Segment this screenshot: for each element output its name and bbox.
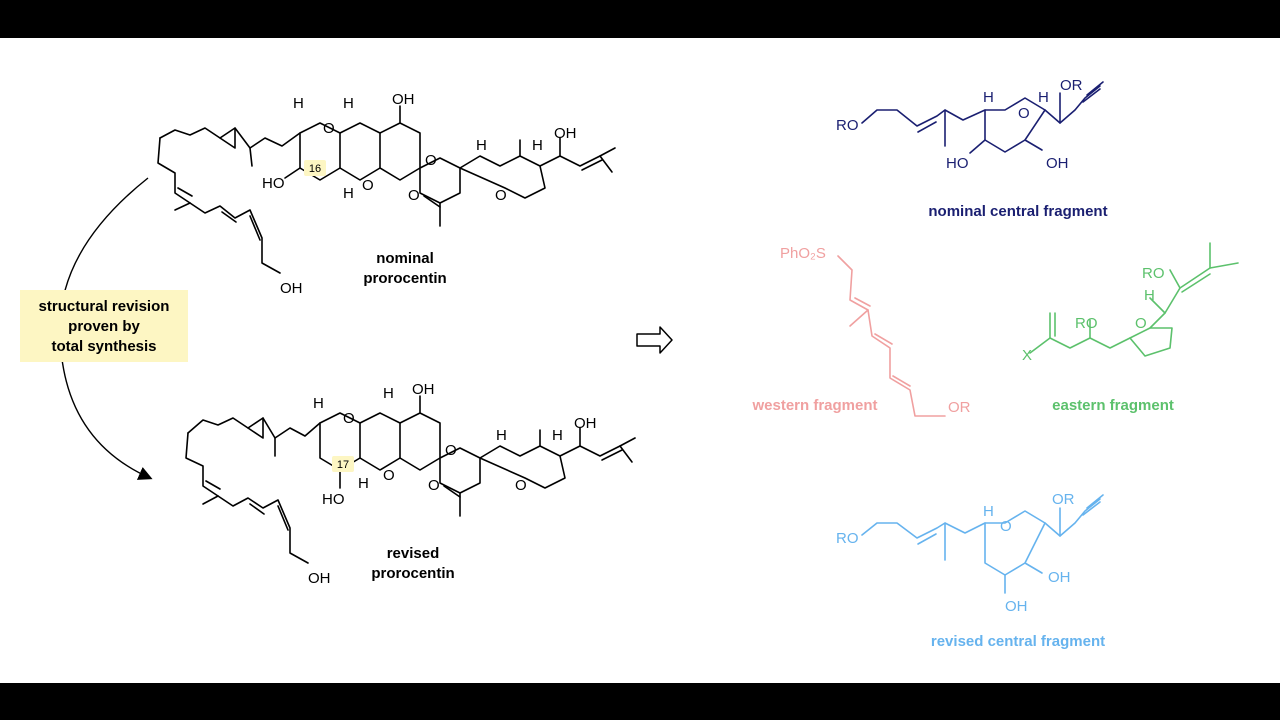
nominal-central-fragment: RO O OR HO OH H H nominal central fragme… <box>836 77 1108 220</box>
eastern-fragment-ro-mid: RO <box>1075 315 1098 332</box>
revised-fragment-o-ring: O <box>1000 518 1012 535</box>
revised-atom-oh-top: OH <box>412 381 435 398</box>
revised-atom-h3: H <box>358 475 369 492</box>
revised-fragment-caption: revised central fragment <box>931 633 1105 650</box>
eastern-fragment-ro-top: RO <box>1142 265 1165 282</box>
nominal-atom-oh-top: OH <box>392 91 415 108</box>
nominal-fragment-o-ring: O <box>1018 105 1030 122</box>
nominal-bonds <box>157 105 616 274</box>
revised-atom-h2: H <box>383 385 394 402</box>
eastern-fragment-caption: eastern fragment <box>1052 397 1174 414</box>
eastern-fragment: X RO RO O H eastern fragment <box>1022 242 1239 414</box>
revised-fragment-or: OR <box>1052 491 1075 508</box>
nominal-fragment-ho: HO <box>946 155 969 172</box>
nominal-atom-o-pyran: O <box>408 187 420 204</box>
nominal-fragment-h1: H <box>983 89 994 106</box>
eastern-fragment-o-thf: O <box>1135 315 1147 332</box>
revised-atom-h4: H <box>496 427 507 444</box>
revised-atom-o-ring2: O <box>383 467 395 484</box>
eastern-fragment-x: X <box>1022 347 1032 364</box>
revised-fragment-oh-side: OH <box>1048 569 1071 586</box>
revision-line3: total synthesis <box>51 338 156 355</box>
retrosynthesis-arrow-icon <box>636 326 673 354</box>
revised-caption-line1: revised <box>387 545 440 562</box>
revised-position-label: 17 <box>337 459 349 471</box>
nominal-atom-o-thf: O <box>495 187 507 204</box>
nominal-caption-line1: nominal <box>376 250 434 267</box>
revision-line2: proven by <box>68 318 140 335</box>
revised-fragment-ro: RO <box>836 530 859 547</box>
nominal-atom-o-spiro: O <box>425 152 437 169</box>
revised-bonds <box>185 395 636 564</box>
nominal-fragment-h2: H <box>1038 89 1049 106</box>
western-fragment-or: OR <box>948 399 971 416</box>
nominal-position-label: 16 <box>309 163 321 175</box>
revised-fragment-h1: H <box>983 503 994 520</box>
western-fragment-caption: western fragment <box>751 397 877 414</box>
figure-canvas: 16 O O O O O OH HO OH OH H H H H H nomin… <box>0 38 1280 683</box>
nominal-atom-o-ring1: O <box>323 120 335 137</box>
nominal-atom-h2: H <box>343 95 354 112</box>
nominal-structure: 16 O O O O O OH HO OH OH H H H H H nomin… <box>157 91 616 297</box>
revised-atom-o-spiro: O <box>445 442 457 459</box>
revised-atom-oh-side: OH <box>574 415 597 432</box>
eastern-fragment-bonds <box>1029 242 1239 357</box>
revised-fragment-bonds <box>861 494 1104 594</box>
revised-fragment-oh-bottom: OH <box>1005 598 1028 615</box>
revised-atom-o-pyran: O <box>428 477 440 494</box>
nominal-fragment-or: OR <box>1060 77 1083 94</box>
nominal-caption-line2: prorocentin <box>363 270 446 287</box>
western-fragment: PhO₂S OR western fragment <box>751 245 971 417</box>
revised-atom-h5: H <box>552 427 563 444</box>
nominal-atom-oh-end: OH <box>280 280 303 297</box>
revised-central-fragment: RO O OR OH OH H revised central fragment <box>836 491 1105 650</box>
revision-line1: structural revision <box>39 298 170 315</box>
revised-atom-h1: H <box>313 395 324 412</box>
nominal-atom-h4: H <box>476 137 487 154</box>
nominal-fragment-caption: nominal central fragment <box>928 203 1107 220</box>
nominal-atom-oh-side: OH <box>554 125 577 142</box>
western-fragment-bonds <box>837 255 946 417</box>
nominal-atom-o-ring2: O <box>362 177 374 194</box>
nominal-fragment-bonds <box>861 81 1104 154</box>
western-fragment-pho2s: PhO₂S <box>780 245 826 262</box>
revised-atom-o-thf: O <box>515 477 527 494</box>
nominal-atom-h1: H <box>293 95 304 112</box>
revised-atom-ho-bottom: HO <box>322 491 345 508</box>
nominal-c16-highlight <box>304 160 326 176</box>
revised-structure: 17 O O O O O OH HO OH OH H H H H H revis… <box>185 381 636 587</box>
nominal-atom-ho-left: HO <box>262 175 285 192</box>
revised-atom-o-ring1: O <box>343 410 355 427</box>
figure-svg: 16 O O O O O OH HO OH OH H H H H H nomin… <box>20 77 1239 650</box>
eastern-fragment-h: H <box>1144 287 1155 304</box>
nominal-atom-h5: H <box>532 137 543 154</box>
revision-box <box>20 290 188 362</box>
revised-atom-oh-end: OH <box>308 570 331 587</box>
nominal-fragment-oh: OH <box>1046 155 1069 172</box>
nominal-atom-h3: H <box>343 185 354 202</box>
nominal-fragment-ro: RO <box>836 117 859 134</box>
revised-caption-line2: prorocentin <box>371 565 454 582</box>
revision-annotation: structural revision proven by total synt… <box>20 177 188 480</box>
revised-c17-highlight <box>332 456 354 472</box>
